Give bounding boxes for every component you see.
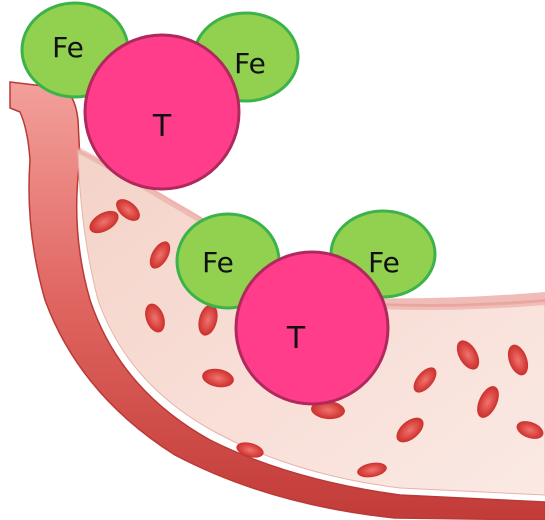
transferrin-core [236,252,388,404]
iron-label-right: Fe [368,246,400,279]
iron-label-left: Fe [202,246,234,279]
transferrin-label: T [152,109,172,144]
iron-label-right: Fe [234,47,266,80]
transferrin-label: T [286,321,306,356]
iron-label-left: Fe [52,31,84,64]
